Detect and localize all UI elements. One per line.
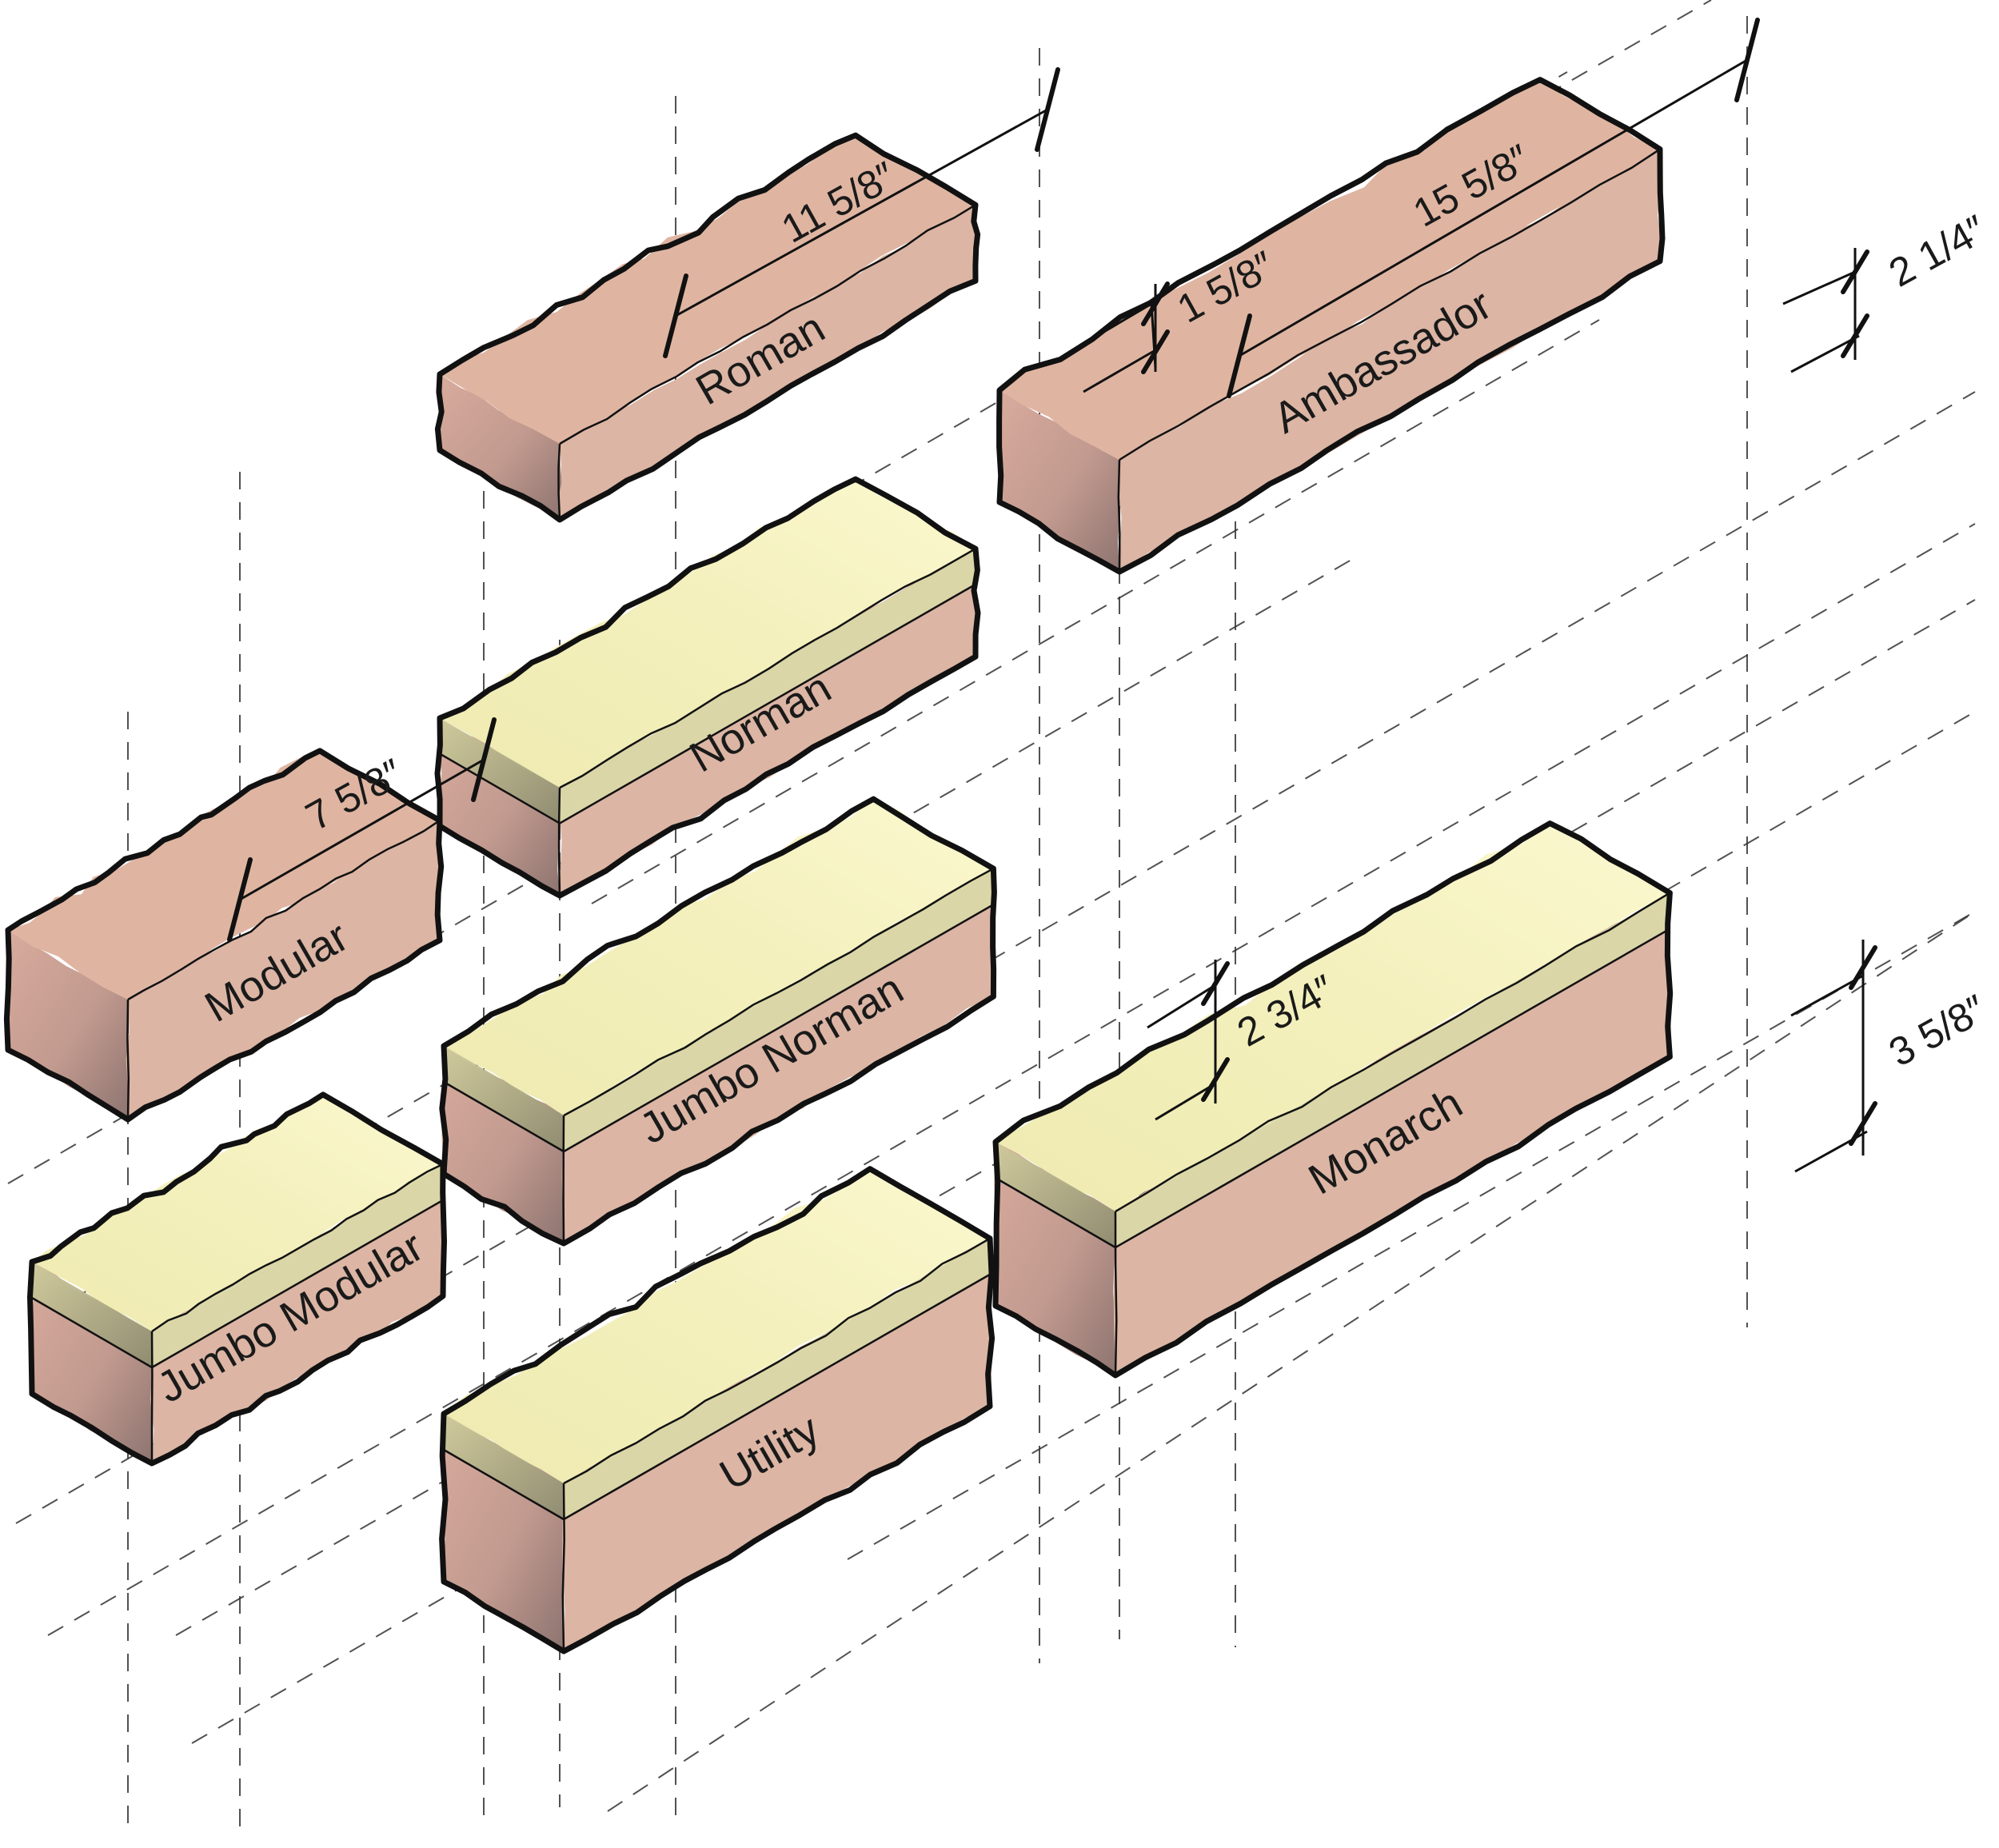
- brick-top-face: [32, 1094, 443, 1331]
- brick-norman: Norman: [434, 476, 981, 899]
- brick-top-face: [1000, 79, 1660, 460]
- dimension-ambassador-height: 2 1/4″: [1782, 206, 1993, 373]
- brick-highlight-band: [560, 549, 976, 824]
- brick-outline: [434, 476, 981, 899]
- brick-modular: Modular: [3, 748, 445, 1123]
- brick-top-face: [8, 750, 440, 1000]
- brick-highlight-end: [444, 1046, 564, 1152]
- brick-utility: Utility: [439, 1166, 996, 1654]
- brick-highlight-end: [440, 718, 560, 824]
- brick-highlight-band: [152, 1163, 443, 1367]
- dimension-utility-height: 3 5/8″: [1790, 940, 1993, 1173]
- guide-line: [47, 523, 1976, 1636]
- guide-line: [847, 911, 1976, 1560]
- brick-front-face: [1113, 892, 1671, 1375]
- brick-front-face: [1118, 149, 1662, 573]
- brick-highlight-band: [1115, 892, 1670, 1247]
- brick-highlight-end: [996, 1142, 1115, 1247]
- brick-top-face: [444, 799, 994, 1116]
- guide-line: [591, 319, 1600, 904]
- brick-outline: [992, 820, 1674, 1379]
- dimension-annotations: 11 5/8″ 15 5/8″ 7 5/8″ 1 5/8″: [227, 18, 1993, 1173]
- brick-front-face: [561, 1238, 992, 1651]
- brick-front-face: [126, 820, 441, 1120]
- brick-top-face: [440, 479, 976, 788]
- brick-end-face: [998, 390, 1120, 572]
- brick-outline: [27, 1092, 447, 1467]
- dimension-label: 2 1/4″: [1881, 206, 1993, 295]
- brick-outline: [3, 748, 445, 1123]
- brick-outline: [439, 1166, 996, 1654]
- brick-end-face: [440, 374, 562, 520]
- brick-highlight-band: [564, 1238, 990, 1519]
- dimension-label: 3 5/8″: [1881, 986, 1993, 1075]
- brick-end-face: [6, 930, 130, 1120]
- brick-jumbo-modular: Jumbo Modular: [27, 1092, 447, 1467]
- brick-jumbo-norman: Jumbo Norman: [439, 796, 997, 1247]
- brick-highlight-end: [444, 1414, 564, 1519]
- brick-outline: [439, 796, 997, 1247]
- brick-top-face: [444, 1168, 990, 1483]
- brick-top-face: [440, 135, 976, 444]
- brick-outline: [434, 132, 981, 523]
- brick-outline: [996, 77, 1666, 575]
- brick-roman: Roman: [434, 132, 981, 523]
- brick-highlight-band: [564, 868, 994, 1152]
- brick-monarch: Monarch: [992, 820, 1674, 1379]
- brick-highlight-end: [32, 1262, 152, 1367]
- brick-front-face: [557, 205, 976, 520]
- brick-ambassador: Ambassador: [996, 77, 1666, 575]
